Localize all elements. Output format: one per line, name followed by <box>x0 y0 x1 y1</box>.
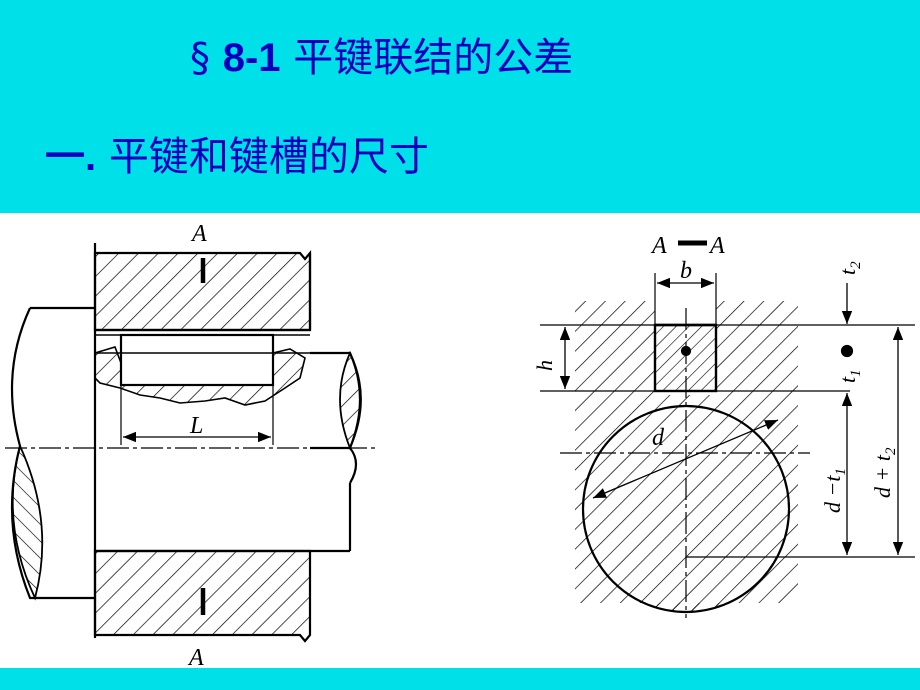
d-plus-t2-label-group: d + t2 <box>870 447 899 498</box>
shaft-left-end-section <box>11 443 44 601</box>
footer-bar <box>0 668 920 690</box>
b-label: b <box>680 258 692 284</box>
t1-label-group: t1 <box>835 369 864 383</box>
t1-label: t1 <box>835 369 864 383</box>
d-label: d <box>652 425 665 451</box>
t2-label-group: t2 <box>835 261 864 275</box>
right-view-cross-section <box>540 240 915 618</box>
title-banner <box>0 0 920 213</box>
key <box>119 333 275 387</box>
section-label-top: A <box>190 221 207 247</box>
keyed-joint-drawing: A A L A A <box>5 221 915 668</box>
shaft-broken-section <box>94 346 306 406</box>
shaft-right-end-section <box>339 350 362 451</box>
section-label-bottom: A <box>187 645 204 668</box>
section-number: 8-1 <box>222 36 281 80</box>
subtitle-prefix: 一. <box>45 135 97 179</box>
h-label: h <box>532 360 557 371</box>
section-a1: A <box>650 233 667 259</box>
t2-label: t2 <box>835 261 864 275</box>
left-view-longitudinal-section <box>5 243 375 643</box>
section-mark: § <box>190 35 210 81</box>
d-minus-t1-label: d −t1 <box>820 468 849 513</box>
slide-title: § 8-1 平键联结的公差 <box>190 38 573 78</box>
length-label: L <box>189 413 203 439</box>
slide-subtitle: 一. 平键和键槽的尺寸 <box>45 137 429 177</box>
hub-cross-section <box>575 301 798 612</box>
d-plus-t2-label: d + t2 <box>870 447 899 498</box>
title-text: 平键联结的公差 <box>293 35 574 81</box>
subtitle-text: 平键和键槽的尺寸 <box>108 134 429 180</box>
d-minus-t1-label-group: d −t1 <box>820 468 849 513</box>
section-a2: A <box>708 233 725 259</box>
